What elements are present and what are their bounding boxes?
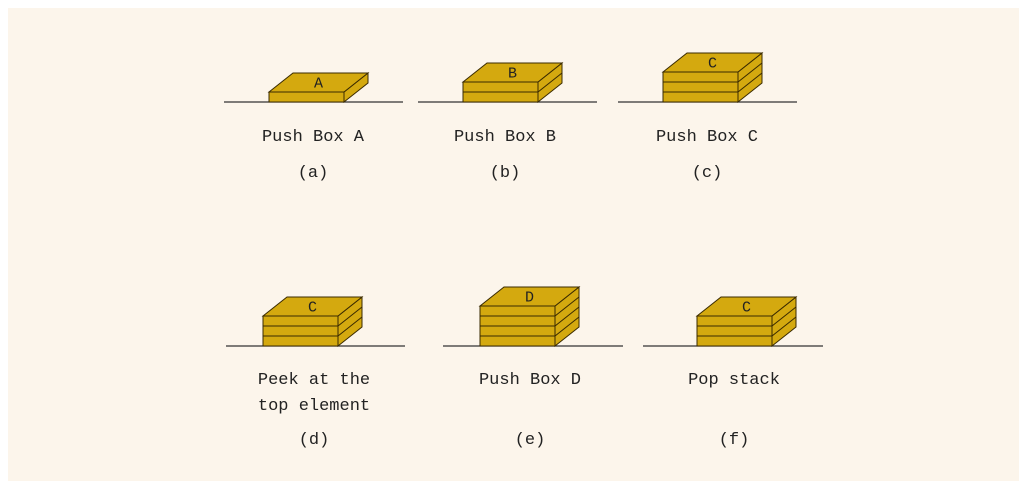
stack-front-face — [696, 315, 773, 347]
stack-top-face — [261, 296, 364, 317]
panel-tag: (d) — [299, 431, 330, 450]
top-box-label: B — [508, 66, 517, 83]
box-layer-D — [480, 296, 580, 317]
stack-top-face — [661, 52, 764, 73]
box-layer-B — [697, 316, 797, 337]
panel-tag: (f) — [719, 431, 750, 450]
box-layer-B — [480, 316, 580, 337]
top-box-label: C — [708, 56, 717, 73]
stack-panel-c: C Push Box C (c) — [618, 51, 797, 183]
stack-front-face — [262, 315, 339, 347]
stack-panel-e: D Push Box D (e) — [443, 285, 623, 450]
stack-top-face — [695, 296, 798, 317]
panel-caption: Pop stack — [688, 371, 780, 390]
stack-panel-f: C Pop stack (f) — [643, 295, 823, 450]
stack-panel-a: A Push Box A (a) — [224, 71, 403, 183]
panel-tag: (b) — [490, 164, 521, 183]
stack-top-face — [461, 62, 564, 83]
panel-tag: (a) — [298, 164, 329, 183]
panel-caption: Peek at the — [258, 371, 370, 390]
box-layer-B — [263, 316, 363, 337]
box-layer-C — [697, 306, 797, 327]
top-box-label: A — [314, 76, 323, 93]
panel-caption: Push Box A — [262, 128, 365, 147]
panel-caption: top element — [258, 397, 370, 416]
stack-panel-d: C Peek at the top element (d) — [226, 295, 405, 450]
stack-front-face — [268, 91, 345, 103]
top-box-label: C — [308, 300, 317, 317]
panel-caption: Push Box B — [454, 128, 556, 147]
stack-front-face — [662, 71, 739, 103]
box-layer-B — [463, 72, 563, 93]
panel-tag: (e) — [515, 431, 546, 450]
box-layer-C — [480, 306, 580, 327]
top-box-label: C — [742, 300, 751, 317]
top-box-label: D — [525, 290, 534, 307]
panel-caption: Push Box D — [479, 371, 581, 390]
stack-top-face — [478, 286, 581, 307]
box-layer-C — [263, 306, 363, 327]
panel-tag: (c) — [692, 164, 723, 183]
box-layer-B — [663, 72, 763, 93]
stack-top-face — [267, 72, 370, 93]
stack-panel-b: B Push Box B (b) — [418, 61, 597, 183]
panel-caption: Push Box C — [656, 128, 758, 147]
box-layer-C — [663, 62, 763, 83]
